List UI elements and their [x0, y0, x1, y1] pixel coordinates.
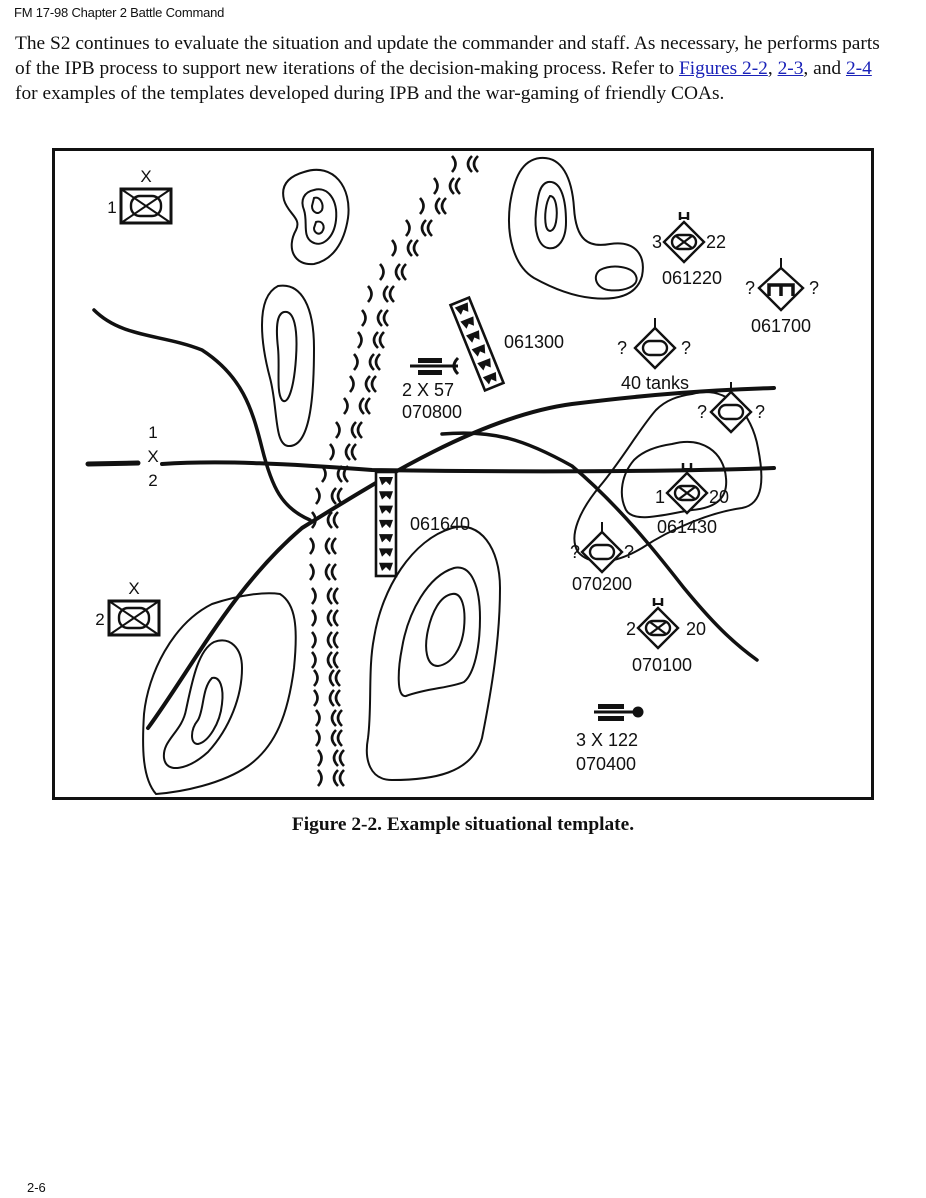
svg-text:1: 1	[655, 487, 665, 507]
minefield-north	[448, 295, 506, 393]
mine-mark	[379, 548, 393, 557]
mine-mark	[379, 477, 393, 486]
friendly-brigade-2-id: 2	[95, 610, 104, 629]
paragraph-separator: ,	[767, 58, 778, 79]
contour-hill-sw-mid	[162, 639, 244, 770]
contour-hill-ne-mid	[534, 180, 568, 250]
svg-text:22: 22	[706, 232, 726, 252]
enemy-mech-battalion-2: 2 20 070100	[626, 596, 706, 675]
link-figure-2-4[interactable]: 2-4	[845, 58, 872, 79]
mine-mark	[379, 519, 393, 529]
link-figure-2-3[interactable]: 2-3	[777, 58, 804, 79]
contour-hill-nw-peak-b	[312, 220, 325, 235]
dtg-label: 070100	[632, 655, 692, 675]
svg-text:?: ?	[697, 402, 707, 422]
running-header: FM 17-98 Chapter 2 Battle Command	[14, 5, 225, 20]
contour-hill-s-peak	[425, 592, 466, 668]
svg-text:?: ?	[755, 402, 765, 422]
mine-mark	[460, 316, 474, 329]
svg-text:?: ?	[570, 542, 580, 562]
figure-caption: Figure 2-2. Example situational template…	[291, 814, 635, 835]
contour-hill-w-outer	[261, 284, 316, 448]
enemy-engineer-unit: ? ? 061700	[745, 258, 819, 336]
boundary-line	[160, 460, 776, 474]
page-number: 2-6	[27, 1180, 46, 1195]
enemy-mech-battalion-1: 1 20 061430	[655, 461, 729, 537]
dtg-label: 061220	[662, 268, 722, 288]
contour-hill-ne-spur	[594, 265, 638, 292]
svg-text:2: 2	[626, 619, 636, 639]
svg-text:?: ?	[809, 278, 819, 298]
air-defense-unit: 2 X 57 070800	[402, 356, 462, 422]
air-defense-icon	[418, 358, 442, 363]
terrain-contours	[142, 156, 763, 796]
contour-hill-w-inner	[275, 310, 298, 403]
contour-hill-nw-peak-a	[310, 196, 324, 214]
situational-template-figure: X	[52, 148, 874, 800]
mine-mark	[477, 358, 491, 371]
enemy-tank-unit-south: ? ? 070200	[570, 520, 634, 594]
minefield-center	[374, 470, 398, 578]
svg-text:?: ?	[624, 542, 634, 562]
svg-text:?: ?	[745, 278, 755, 298]
contour-enemy-inner	[620, 440, 728, 519]
boundary-echelon: X	[147, 447, 158, 466]
enemy-mech-battalion-3: 3 22 061220	[652, 210, 726, 288]
friendly-brigade-1-id: 1	[107, 198, 116, 217]
paragraph-text-end: for examples of the templates developed …	[15, 83, 725, 104]
mine-mark	[482, 371, 497, 385]
contour-hill-sw-outer	[142, 592, 297, 796]
mine-mark	[466, 330, 480, 343]
svg-text:?: ?	[681, 338, 691, 358]
artillery-unit: 3 X 122 070400	[576, 704, 644, 774]
contour-hill-ne-outer	[508, 156, 644, 300]
mine-mark	[379, 534, 393, 543]
strength-label: 40 tanks	[621, 373, 689, 393]
svg-text:3: 3	[652, 232, 662, 252]
mine-mark	[454, 302, 469, 315]
body-paragraph: The S2 continues to evaluate the situati…	[15, 31, 895, 106]
route-line-southeast	[440, 431, 759, 662]
dtg-label: 070200	[572, 574, 632, 594]
svg-text:?: ?	[617, 338, 627, 358]
situational-template-map: X	[52, 148, 874, 800]
contour-hill-sw-peak	[191, 676, 224, 746]
contour-hill-ne-peak	[544, 194, 558, 232]
mine-mark	[379, 505, 393, 514]
contour-hill-nw-mid	[301, 188, 338, 245]
svg-text:20: 20	[686, 619, 706, 639]
link-figure-2-2[interactable]: Figures 2-2	[678, 58, 768, 79]
dtg-label: 070400	[576, 754, 636, 774]
contour-enemy-outer	[573, 391, 763, 563]
route-line-northwest	[92, 308, 312, 522]
mine-mark	[379, 491, 393, 500]
dtg-label: 070800	[402, 402, 462, 422]
mine-mark	[379, 562, 393, 571]
enemy-tank-unit-east: ? ?	[697, 380, 765, 434]
control-lines	[85, 308, 776, 730]
minefield-center-dtg: 061640	[410, 514, 470, 534]
svg-text:20: 20	[709, 487, 729, 507]
friendly-brigade-1: 1	[107, 165, 173, 225]
boundary-unit-bottom: 2	[148, 471, 157, 490]
mine-mark	[471, 344, 486, 357]
friendly-brigade-2: 2	[95, 577, 161, 637]
weapon-count-label: 2 X 57	[402, 380, 454, 400]
boundary-line-left	[85, 460, 141, 467]
enemy-tank-unit-40: ? ? 40 tanks	[617, 316, 691, 393]
dtg-label: 061430	[657, 517, 717, 537]
route-line-axis	[146, 386, 776, 730]
contour-hill-s-mid	[397, 566, 482, 697]
contour-hill-nw-outer	[282, 169, 350, 266]
paragraph-text-start: The S2 continues to evaluate the situati…	[15, 33, 880, 79]
paragraph-separator: , and	[803, 58, 846, 79]
figure-frame	[52, 148, 874, 800]
minefield-north-dtg: 061300	[504, 332, 564, 352]
dtg-label: 061700	[751, 316, 811, 336]
weapon-count-label: 3 X 122	[576, 730, 638, 750]
boundary-unit-top: 1	[148, 423, 157, 442]
contour-hill-s-outer	[365, 525, 502, 782]
artillery-icon	[598, 704, 624, 709]
